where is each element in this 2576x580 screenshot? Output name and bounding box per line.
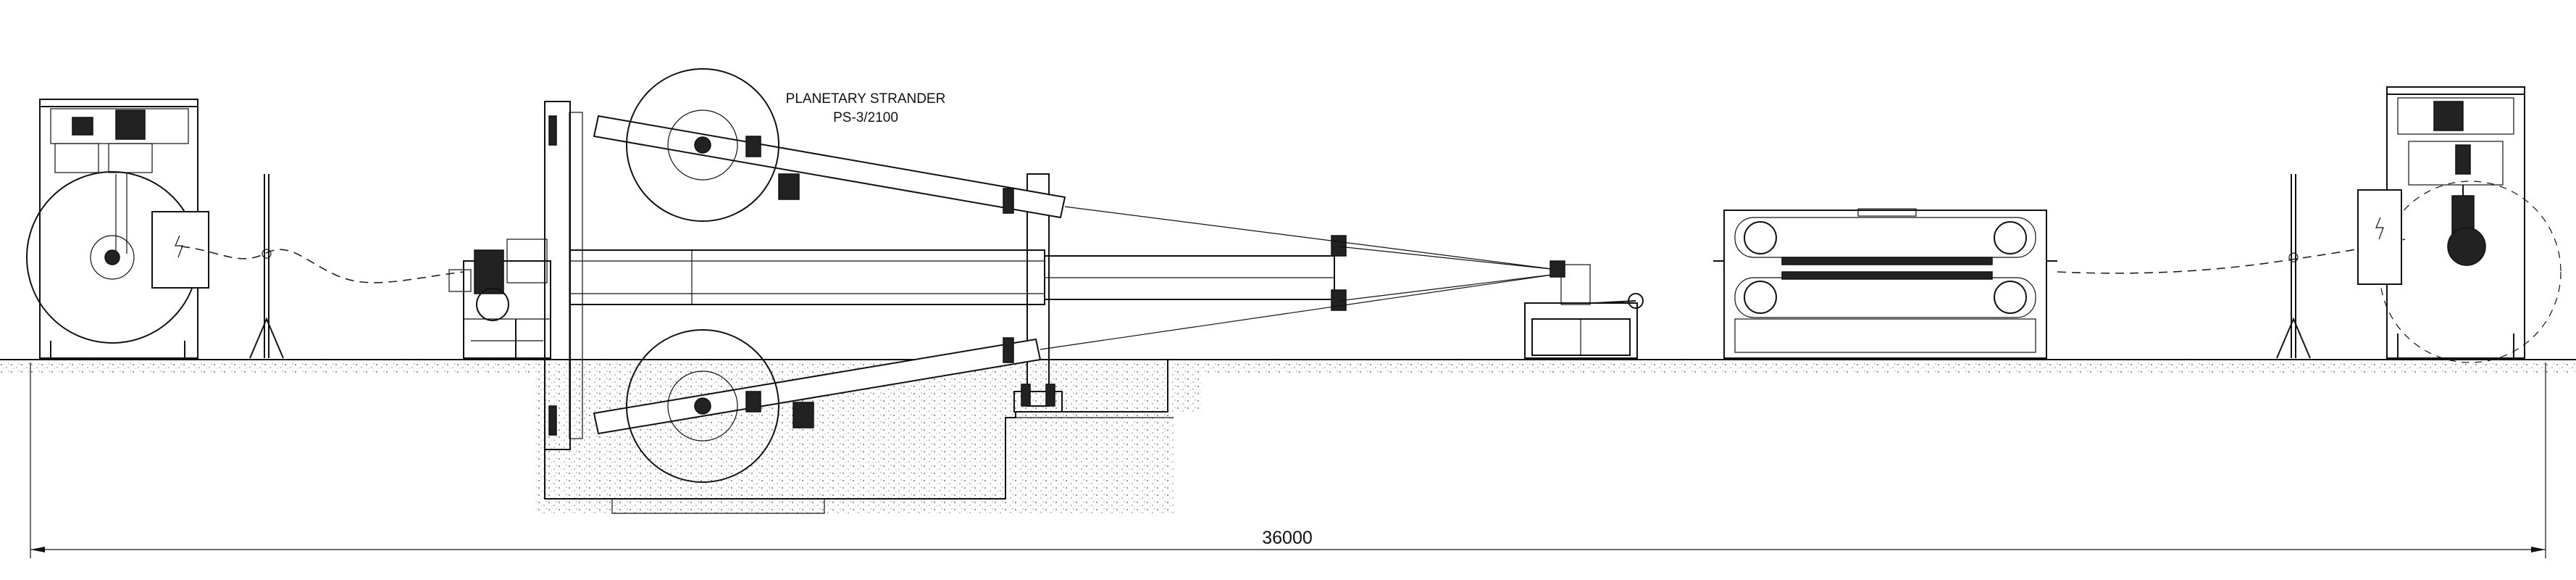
strand-lines [1040,206,1558,350]
upper-bobbin-arm [593,115,1066,219]
caterpillar-capstan [1713,208,2057,359]
wire-path-right [2057,239,2406,274]
lower-bobbin [626,329,779,483]
closing-die-stand [1524,260,1644,359]
right-takeup-stand [2357,86,2562,363]
strander-title: PLANETARY STRANDER PS-3/2100 [786,91,946,125]
dimension-arrow-right [2531,547,2546,552]
strander-front-support [1026,173,1050,407]
left-guide-post [249,174,284,359]
upper-bobbin [626,68,779,222]
title-line-1: PLANETARY STRANDER [786,91,946,107]
left-payoff-stand [26,99,209,359]
overall-length-label: 36000 [1262,528,1313,548]
closing-die [1550,260,1565,278]
title-line-2: PS-3/2100 [833,110,898,125]
overall-dimension: 36000 [30,362,2546,558]
wire-path-left [180,246,464,283]
planetary-strander [544,68,1347,483]
strander-drive-unit [448,239,551,359]
right-guide-post [2276,174,2311,359]
dimension-arrow-left [30,547,45,552]
upper-guide-roller [1331,235,1347,257]
foundation-ground [0,359,2576,514]
right-takeup-reel [2379,181,2562,363]
